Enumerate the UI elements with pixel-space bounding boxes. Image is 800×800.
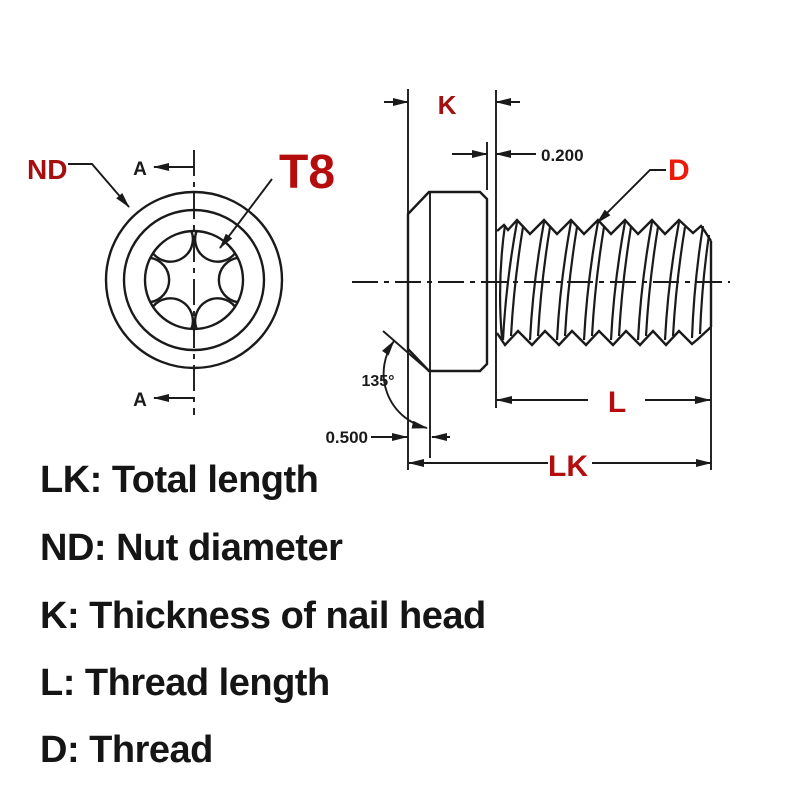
torx-lobe-arc [150, 256, 171, 304]
t8-label: T8 [279, 146, 335, 199]
chamfer-angle-text: 135° [361, 373, 394, 390]
thread-flank-line [698, 234, 711, 335]
legend-item-k: K: Thickness of nail head [40, 595, 486, 637]
thread-bottom-outline [496, 326, 712, 347]
nd-leader-line [68, 163, 130, 208]
thread-flank-line [663, 221, 681, 341]
nd-label: ND [27, 154, 67, 185]
chamfer-width-dim-text: 0.500 [325, 428, 368, 447]
thread-flank-line [528, 221, 546, 341]
technical-drawing: A A ND T8 [27, 89, 730, 480]
torx-lobe-arc [193, 230, 237, 263]
thread-flank-line [501, 221, 519, 341]
legend-item-l: L: Thread length [40, 662, 330, 704]
legend-item-d: D: Thread [40, 729, 213, 771]
torx-lobe-arc [151, 230, 195, 263]
torx-lobe-arc [193, 297, 237, 330]
thread-flank-line [563, 226, 579, 337]
thread [496, 218, 713, 347]
thread-flank-line [509, 226, 525, 337]
legend-item-nd: ND: Nut diameter [40, 527, 343, 569]
thread-flank-line [644, 226, 660, 337]
thread-flank-line [536, 226, 552, 337]
d-label: D [668, 154, 690, 187]
thread-flank-line [671, 226, 687, 337]
thread-flank-line [617, 226, 633, 337]
thread-flank-line [690, 225, 705, 339]
torx-lobe-arc [151, 297, 195, 330]
thread-flank-line [636, 221, 654, 341]
thread-flank-line [582, 221, 600, 341]
thread-flank-line [590, 226, 606, 337]
thread-flank-line [555, 221, 573, 341]
thread-flank-line [498, 224, 507, 340]
angle-arc [382, 340, 428, 429]
thread-flank-lines [498, 221, 711, 341]
l-label: L [608, 386, 626, 419]
side-view: K 0.200 D 135° 0.500 [325, 89, 730, 480]
k-label: K [438, 90, 457, 120]
front-view: A A ND T8 [27, 146, 335, 415]
head-offset-dim-text: 0.200 [541, 146, 584, 165]
section-label-bottom: A [133, 390, 147, 411]
torx-lobe-arcs [150, 230, 238, 330]
section-label-top: A [133, 159, 147, 180]
d-leader-line [596, 169, 666, 224]
thread-top-outline [496, 218, 713, 242]
lk-label: LK [548, 450, 588, 480]
torx-lobe-arc [217, 256, 238, 304]
thread-flank-line [609, 221, 627, 341]
t8-leader-line [219, 178, 273, 249]
